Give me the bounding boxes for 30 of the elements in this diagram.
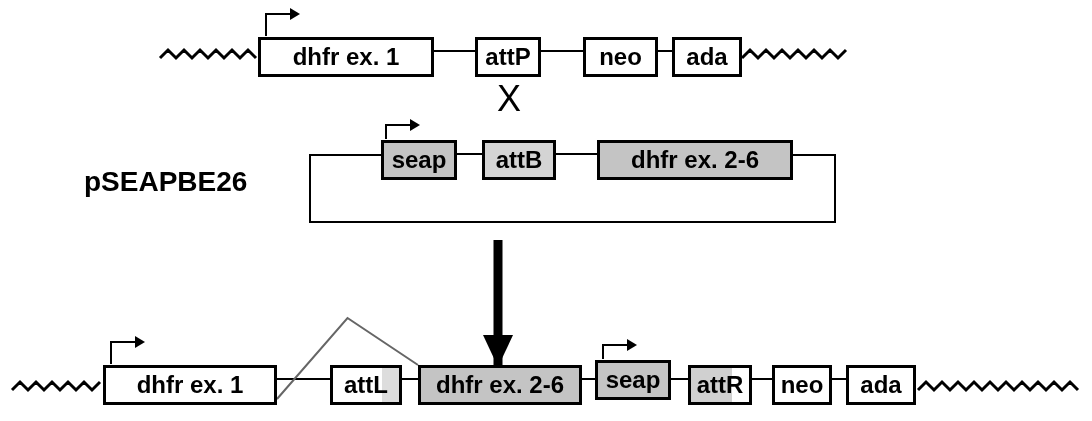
dna-line [670, 378, 689, 380]
dna-line [555, 153, 598, 155]
dna-line [433, 50, 476, 52]
gene-box: attB [482, 140, 556, 180]
gene-box: attR [688, 365, 752, 405]
gene-box: ada [846, 365, 916, 405]
gene-box: dhfr ex. 2-6 [597, 140, 793, 180]
gene-box: seap [381, 140, 457, 180]
dna-line [309, 154, 836, 223]
gene-box: dhfr ex. 1 [258, 37, 434, 77]
gene-box: dhfr ex. 2-6 [418, 365, 582, 405]
recombination-mark: X [497, 78, 521, 120]
dna-line [456, 153, 483, 155]
dna-line [751, 378, 773, 380]
plasmid-name: pSEAPBE26 [84, 166, 248, 198]
dna-line [401, 378, 419, 380]
gene-box: dhfr ex. 1 [103, 365, 277, 405]
block-arrow [483, 240, 513, 367]
dna-line [581, 378, 596, 380]
gene-box: ada [672, 37, 742, 77]
dna-line [276, 378, 331, 380]
dna-line [540, 50, 584, 52]
gene-box: attP [475, 37, 541, 77]
gene-box: seap [595, 360, 671, 400]
gene-box: attL [330, 365, 402, 405]
gene-box: neo [772, 365, 832, 405]
dna-line [831, 378, 847, 380]
splice-line [276, 316, 419, 400]
dna-line [657, 50, 673, 52]
gene-box: neo [583, 37, 658, 77]
